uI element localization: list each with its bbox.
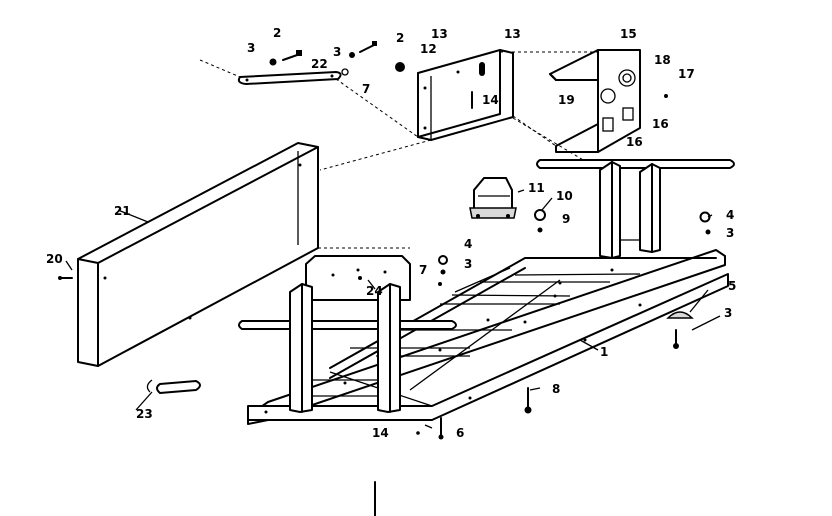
callout-3: 3 <box>247 41 255 55</box>
callout-8: 8 <box>552 382 560 396</box>
frame-fasteners <box>358 209 711 286</box>
callout-4: 4 <box>464 237 472 251</box>
callout-7: 7 <box>419 263 427 277</box>
callout-19: 19 <box>558 93 575 107</box>
callout-24: 24 <box>366 284 383 298</box>
right-upright-bracket <box>599 161 661 259</box>
callout-10: 10 <box>556 189 573 203</box>
part-23-bushing <box>146 379 201 394</box>
callout-11: 11 <box>528 181 545 195</box>
part-22-bar <box>237 71 342 85</box>
callout-21: 21 <box>114 204 131 218</box>
part-11-motor <box>469 177 517 219</box>
callout-22: 22 <box>311 57 328 71</box>
callout-18: 18 <box>654 53 671 67</box>
callout-16: 16 <box>626 135 643 149</box>
callout-23: 23 <box>136 407 153 421</box>
callout-3: 3 <box>333 45 341 59</box>
callout-13: 13 <box>431 27 448 41</box>
callout-14: 14 <box>482 93 499 107</box>
callout-2: 2 <box>396 31 404 45</box>
callout-16: 16 <box>652 117 669 131</box>
callout-9: 9 <box>562 212 570 226</box>
callout-15: 15 <box>620 27 637 41</box>
callout-4: 4 <box>726 208 734 222</box>
callout-20: 20 <box>46 252 63 266</box>
part-15-control-housing <box>549 49 668 153</box>
callout-3: 3 <box>464 257 472 271</box>
callout-3: 3 <box>726 226 734 240</box>
callout-3: 3 <box>724 306 732 320</box>
callout-7: 7 <box>362 82 370 96</box>
bottom-screws <box>416 387 532 440</box>
callout-1: 1 <box>600 345 608 359</box>
callout-6: 6 <box>456 426 464 440</box>
callout-13: 13 <box>504 27 521 41</box>
part-21-side-cover <box>77 142 319 367</box>
callout-2: 2 <box>273 26 281 40</box>
callout-5: 5 <box>728 279 736 293</box>
callout-17: 17 <box>678 67 695 81</box>
part-5-foot <box>666 311 694 349</box>
top-fasteners <box>269 41 405 76</box>
callout-labels: 3 2 22 3 2 7 12 13 13 14 15 18 17 19 16 … <box>46 26 736 440</box>
leader-lines <box>65 189 721 429</box>
callout-14: 14 <box>372 426 389 440</box>
left-upright-bracket <box>289 283 401 413</box>
part-20-screw <box>58 276 73 280</box>
callout-12: 12 <box>420 42 437 56</box>
part-13-control-panel <box>417 49 514 141</box>
